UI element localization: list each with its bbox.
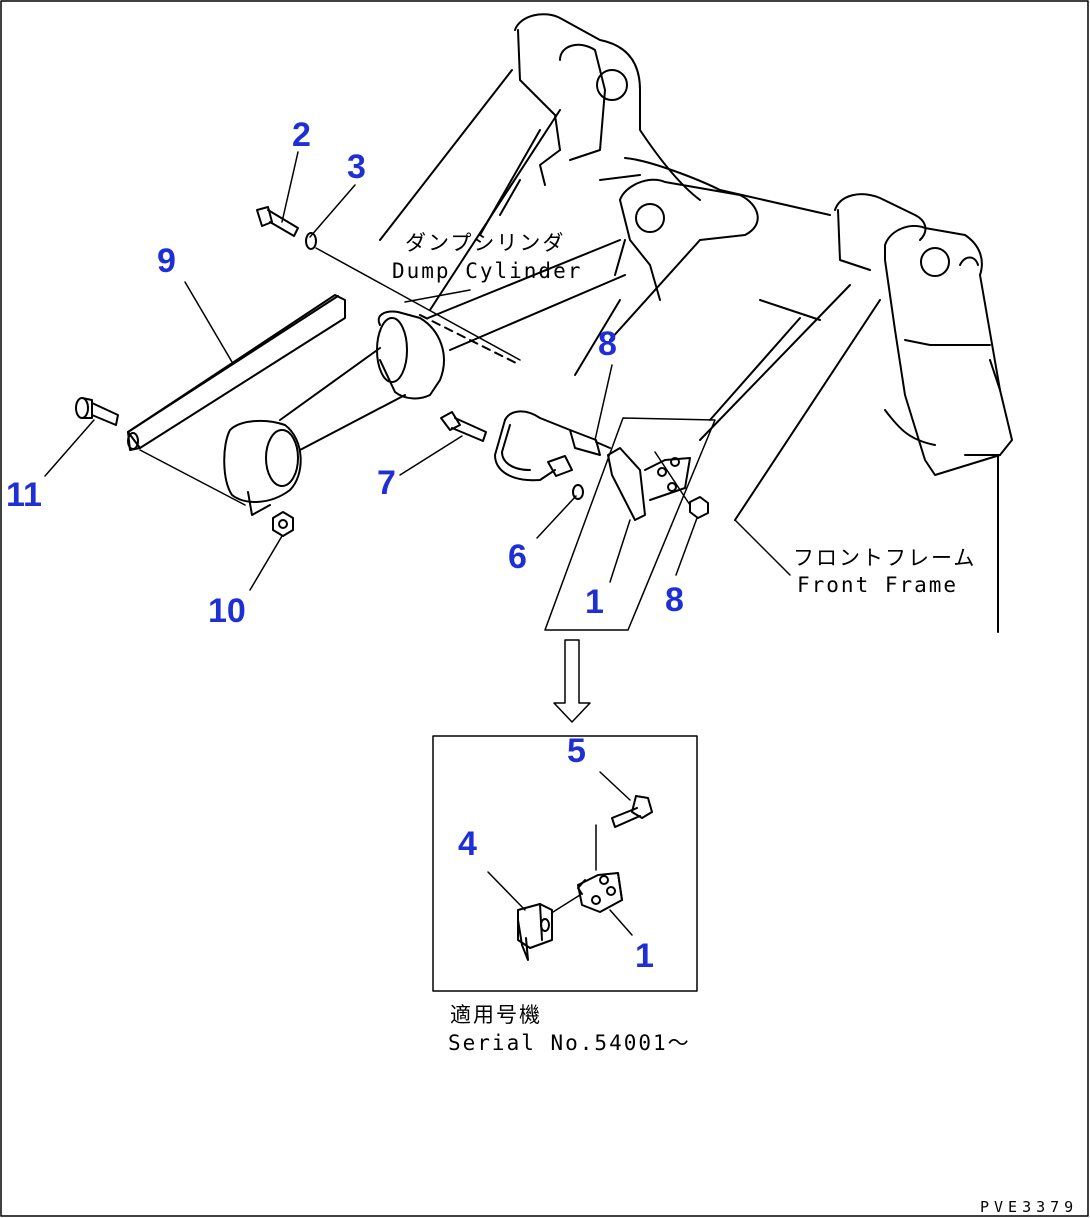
front-frame-label-jp: フロントフレーム [793,546,976,570]
serial-label-en: Serial No.54001〜 [448,1031,691,1055]
bolt-2-washer-3-drawing [256,206,521,361]
guard-bar-drawing [127,294,346,506]
callout-5: 5 [567,732,586,770]
callout-4: 4 [458,825,477,863]
drawing-code: PVE3379 [980,1198,1078,1216]
callout-11: 11 [6,476,42,514]
callout-2: 2 [292,116,311,154]
front-frame-label-en: Front Frame [797,573,958,597]
callout-1-upper: 1 [585,583,604,621]
front-frame-drawing [379,13,1013,633]
callout-8-lower: 8 [665,581,684,619]
callout-1-inset: 1 [635,937,654,975]
serial-label-jp: 適用号機 [450,1003,542,1027]
down-arrow [553,639,591,723]
leader-lines [44,151,791,591]
bolt-11-drawing [75,397,119,426]
inset-detail [432,735,698,992]
dump-cylinder-label-en: Dump Cylinder [392,259,582,283]
callout-7: 7 [377,464,396,502]
callout-9: 9 [157,242,176,280]
nut-10-drawing [272,511,294,537]
callout-10: 10 [208,592,246,630]
callout-3: 3 [347,148,366,186]
switch-assembly-drawing [440,410,716,631]
dump-cylinder-label-jp: ダンプシリンダ [405,231,565,255]
callout-6: 6 [508,538,527,576]
callout-8-upper: 8 [598,325,617,363]
